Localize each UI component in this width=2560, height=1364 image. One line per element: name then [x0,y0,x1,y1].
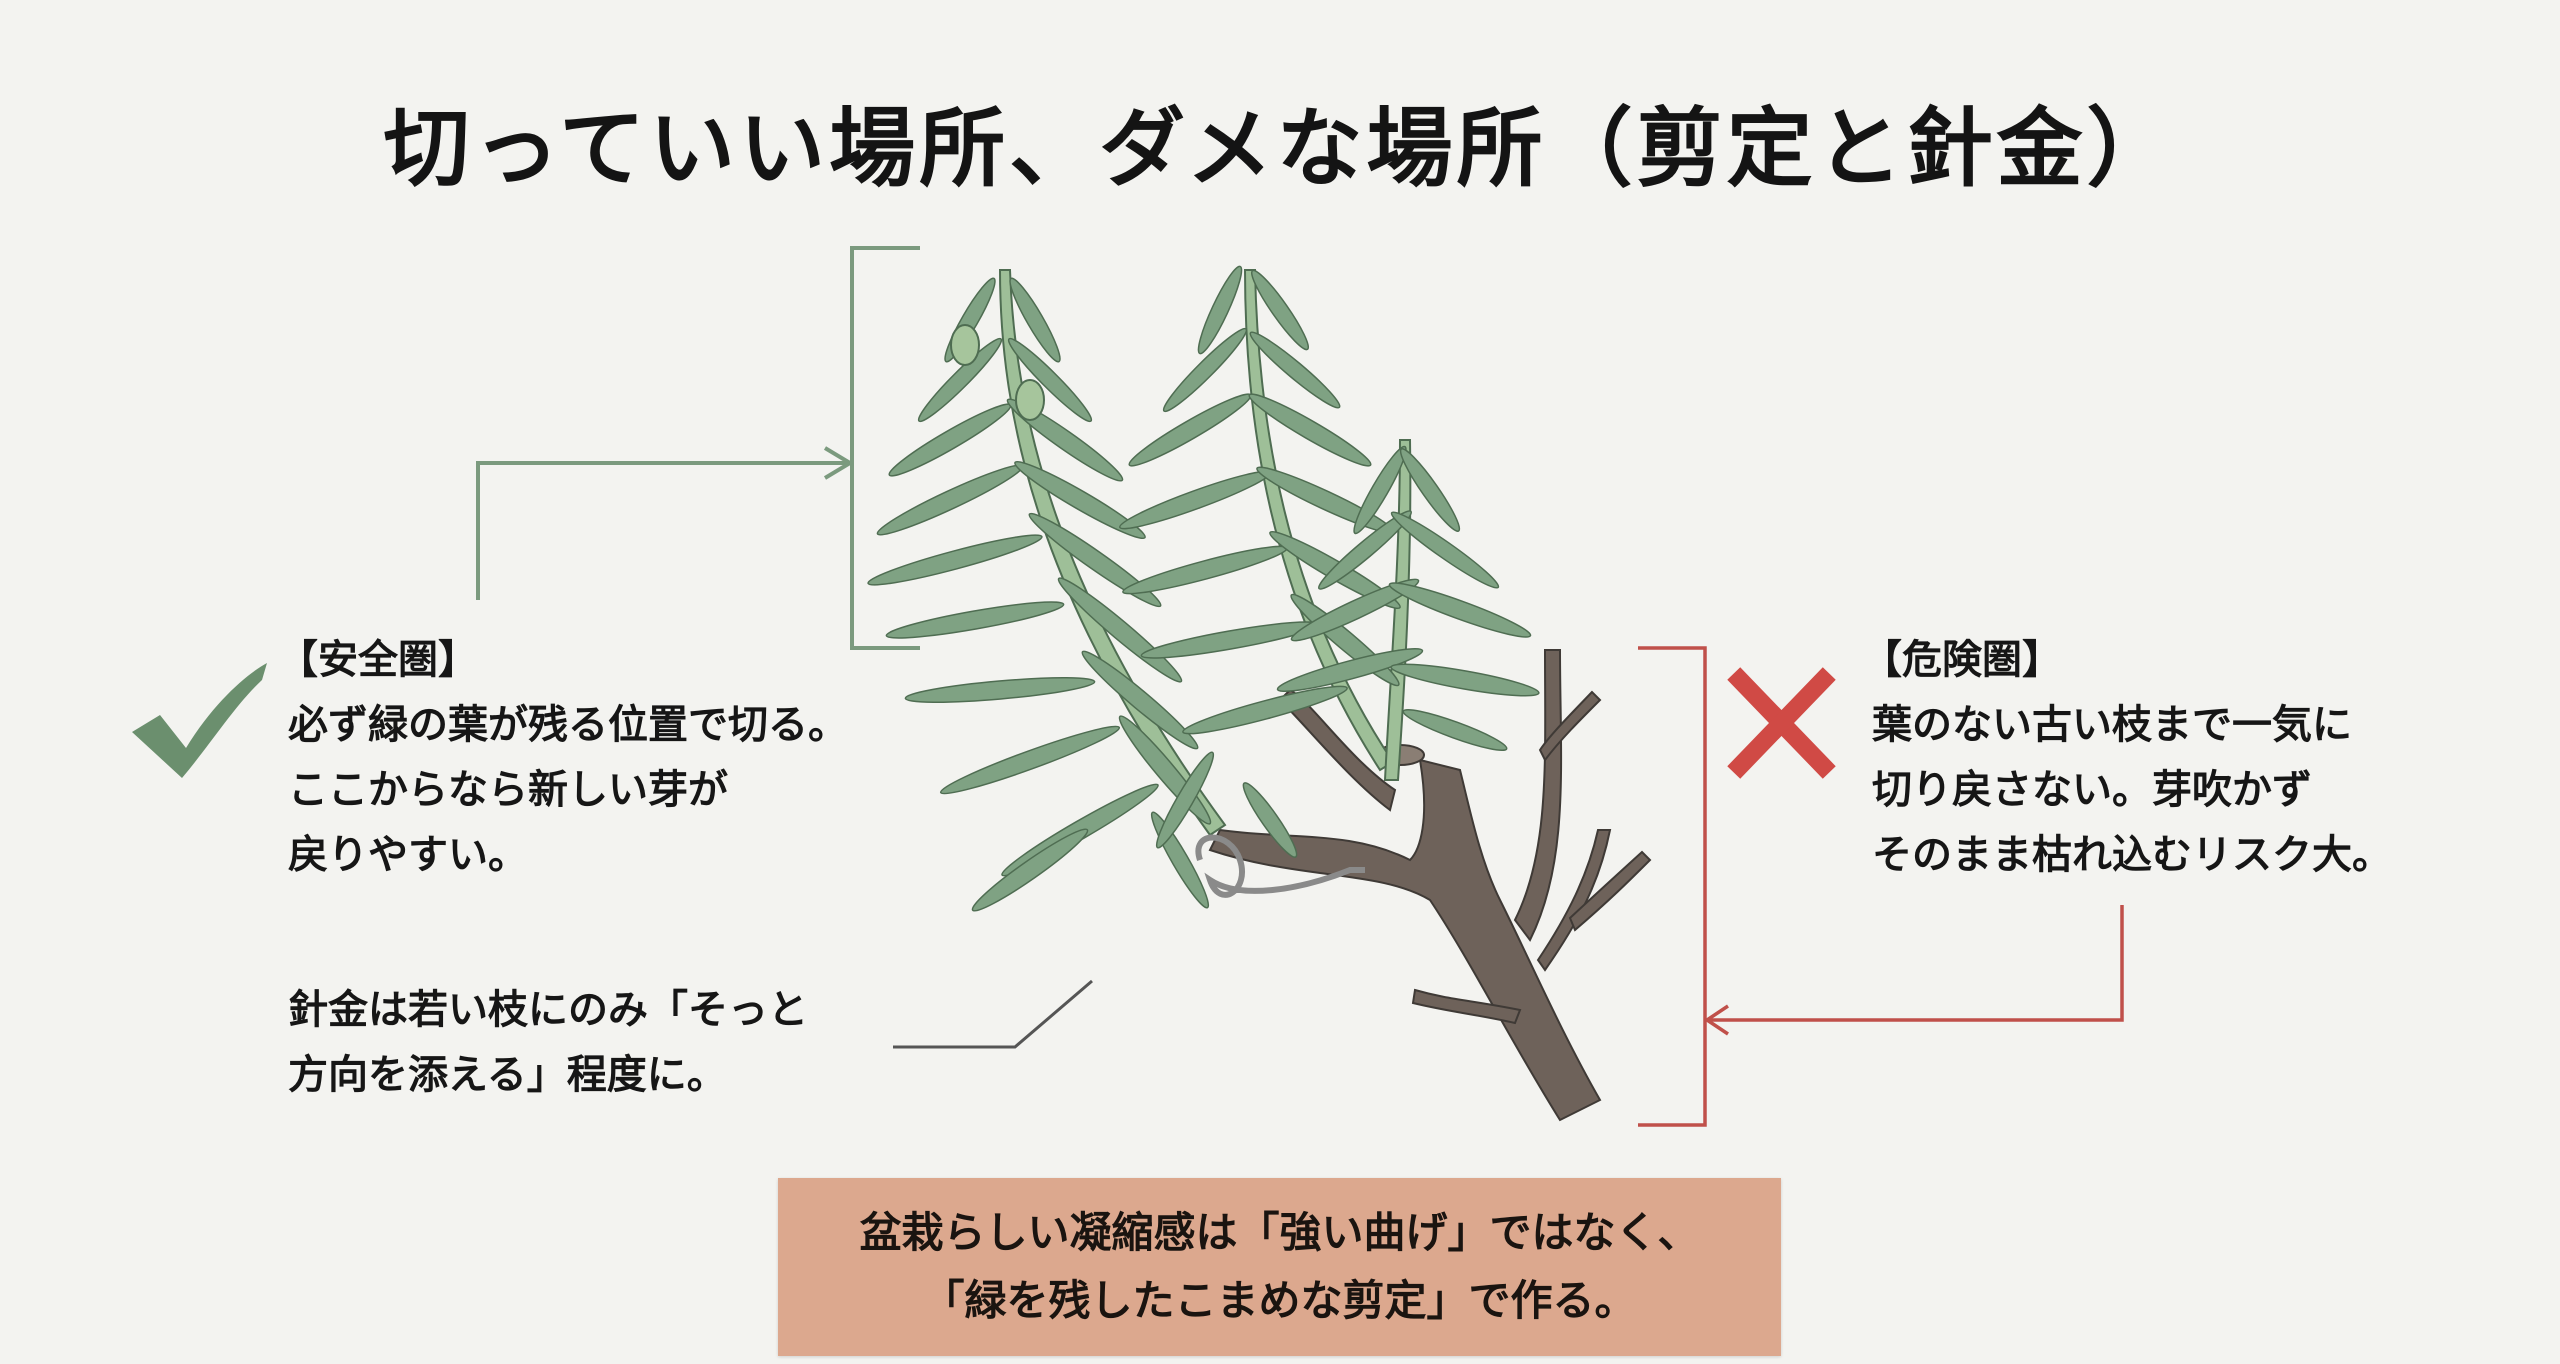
wire-pointer-line [893,979,1093,1049]
danger-zone-line: 切り戻さない。芽吹かず [1872,767,2312,813]
x-mark-icon [1727,667,1836,779]
safe-zone-line: ここからなら新しい芽が [288,767,728,813]
danger-zone-line: そのまま枯れ込むリスク大。 [1872,832,2392,878]
rosemary-needles [867,265,1540,912]
summary-line: 盆栽らしい凝縮感は「強い曲げ」ではなく、 [859,1208,1700,1257]
safe-zone-text: 【安全圏】 必ず緑の葉が残る位置で切る。 ここからなら新しい芽が 戻りやすい。 [278,628,848,888]
flower-bud-icon [950,324,1045,421]
checkmark-icon [132,663,267,778]
safe-zone-heading: 【安全圏】 [278,637,478,683]
danger-zone-heading: 【危険圏】 [1862,637,2062,683]
summary-box: 盆栽らしい凝縮感は「強い曲げ」ではなく、 「緑を残したこまめな剪定」で作る。 [778,1178,1781,1356]
safe-zone-line: 必ず緑の葉が残る位置で切る。 [288,702,848,748]
safe-zone-line: 戻りやすい。 [288,832,528,878]
danger-zone-line: 葉のない古い枝まで一気に [1872,702,2352,748]
page-title: 切っていい場所、ダメな場所（剪定と針金） [383,98,2177,199]
wire-note-line: 針金は若い枝にのみ「そっと [288,987,808,1033]
danger-zone-bracket [1638,646,2124,1127]
summary-line: 「緑を残したこまめな剪定」で作る。 [922,1276,1637,1325]
safe-zone-bracket [476,246,920,650]
rosemary-branch-illustration [1208,649,1652,1122]
danger-zone-text: 【危険圏】 葉のない古い枝まで一気に 切り戻さない。芽吹かず そのまま枯れ込むリ… [1862,628,2392,888]
wire-note-text: 針金は若い枝にのみ「そっと 方向を添える」程度に。 [288,978,808,1108]
wire-note-line: 方向を添える」程度に。 [288,1052,727,1098]
wire-coil-icon [1195,834,1365,898]
